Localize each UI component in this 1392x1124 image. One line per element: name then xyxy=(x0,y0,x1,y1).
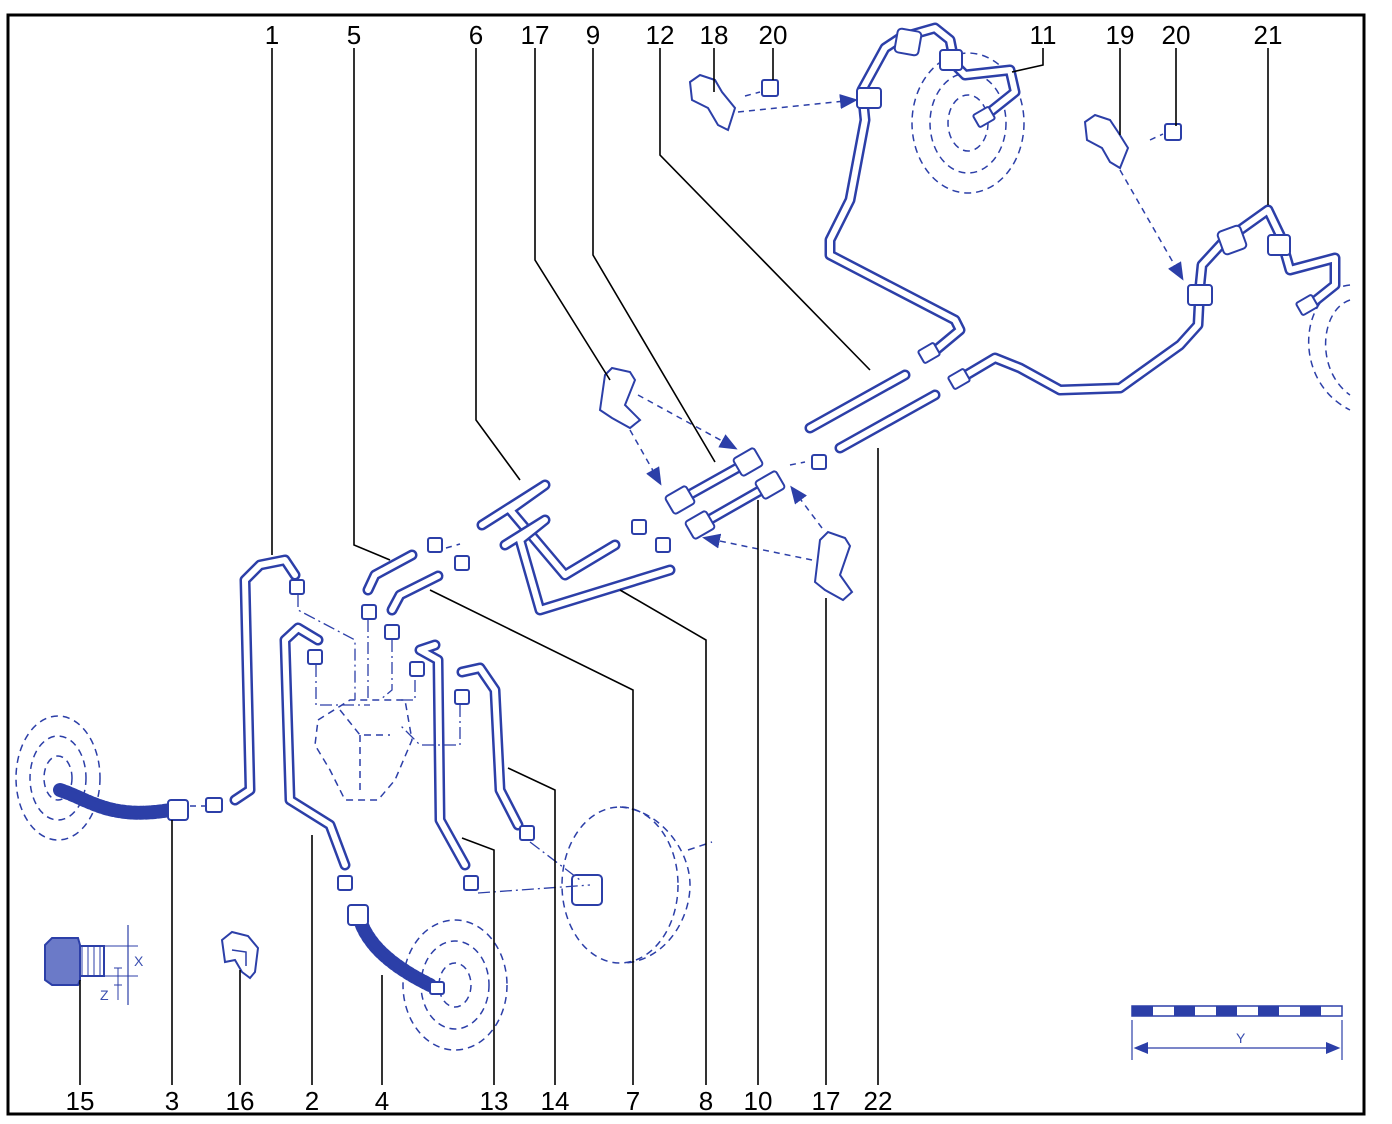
callout-13: 13 xyxy=(480,1086,509,1116)
callout-14: 14 xyxy=(541,1086,570,1116)
callout-3: 3 xyxy=(165,1086,179,1116)
callout-10: 10 xyxy=(744,1086,773,1116)
dim-x-label: X xyxy=(134,953,144,969)
callout-21: 21 xyxy=(1254,20,1283,50)
callout-5: 5 xyxy=(347,20,361,50)
callout-15: 15 xyxy=(66,1086,95,1116)
wheel-ghosts xyxy=(15,52,1351,1051)
callout-18: 18 xyxy=(700,20,729,50)
scale-bar-label: Y xyxy=(1236,1030,1246,1046)
detail-16-clip xyxy=(220,930,260,980)
callout-20-right: 20 xyxy=(1162,20,1191,50)
callout-16: 16 xyxy=(226,1086,255,1116)
pipe-unions xyxy=(664,447,786,540)
callout-8: 8 xyxy=(699,1086,713,1116)
scale-bar: Y xyxy=(1131,1005,1343,1060)
callout-6: 6 xyxy=(469,20,483,50)
callout-4: 4 xyxy=(375,1086,389,1116)
callout-9: 9 xyxy=(586,20,600,50)
diagram-frame xyxy=(6,13,1366,1116)
dim-z-label: Z xyxy=(100,987,109,1003)
detail-15-fitting: X Z xyxy=(44,925,144,1005)
rear-left-pipe xyxy=(824,22,1021,364)
short-bent-pipes xyxy=(362,549,444,616)
callout-1: 1 xyxy=(265,20,279,50)
callout-2: 2 xyxy=(305,1086,319,1116)
callout-22: 22 xyxy=(864,1086,893,1116)
assembly-arrows xyxy=(190,91,1184,807)
callout-20-left: 20 xyxy=(759,20,788,50)
brackets xyxy=(598,73,1182,602)
callout-numbers-top: 1 5 6 17 9 12 18 20 11 19 20 21 xyxy=(265,20,1283,50)
straight-pipes xyxy=(804,369,941,454)
front-pipes xyxy=(229,554,524,871)
callout-12: 12 xyxy=(646,20,675,50)
callout-17-top: 17 xyxy=(521,20,550,50)
leader-lines xyxy=(79,48,1269,1085)
callout-7: 7 xyxy=(626,1086,640,1116)
callout-19: 19 xyxy=(1106,20,1135,50)
fittings xyxy=(289,454,827,906)
z-pipes xyxy=(476,479,676,616)
flexible-hoses xyxy=(53,783,445,995)
rear-right-pipe xyxy=(947,204,1341,396)
callout-numbers-bottom: 15 3 16 2 4 13 14 7 8 10 17 22 xyxy=(66,1086,893,1116)
callout-11: 11 xyxy=(1030,20,1057,50)
callout-17-bottom: 17 xyxy=(812,1086,841,1116)
